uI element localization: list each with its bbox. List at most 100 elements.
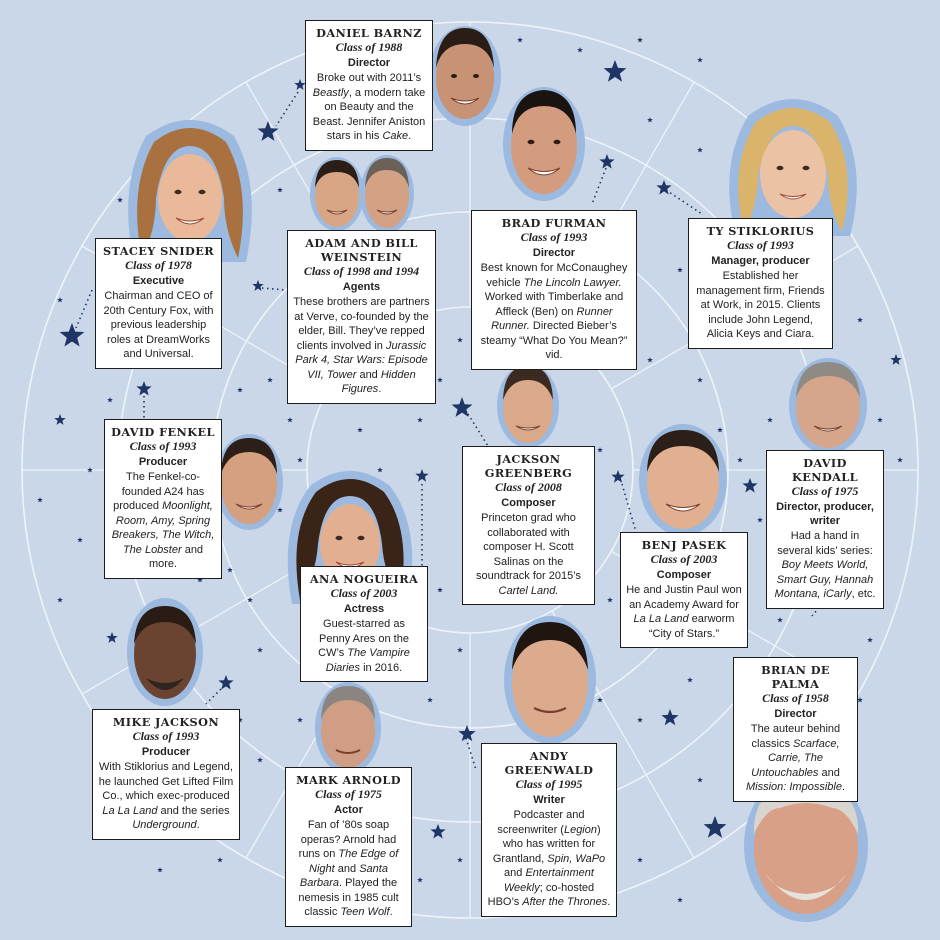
bio-text: Beastly [312, 86, 349, 99]
star-icon [697, 57, 703, 63]
person-name: ANDY GREENWALD [504, 749, 594, 778]
star-icon [267, 377, 273, 383]
bio-text: and [504, 867, 526, 880]
star-icon [451, 397, 473, 417]
star-icon [607, 597, 613, 603]
card-david-fenkel: DAVID FENKEL Class of 1993 Producer The … [104, 419, 222, 579]
star-icon [377, 467, 383, 473]
leader-barnz [275, 91, 299, 127]
card-stacey-snider: STACEY SNIDER Class of 1978 Executive Ch… [95, 238, 222, 369]
bio-text: Cake [382, 130, 409, 143]
bio-text: . [841, 781, 846, 794]
star-icon [637, 37, 643, 43]
star-icon [427, 697, 433, 703]
card-ty-stiklorius: TY STIKLORIUS Class of 1993 Manager, pro… [688, 218, 833, 349]
bio-text: . Played the nemesis in 1985 cult classi… [298, 877, 399, 919]
person-bio: With Stiklorius and Legend, he launched … [98, 760, 234, 833]
person-name: STACEY SNIDER [102, 244, 215, 258]
person-bio: Broke out with 2011’s Beastly, a modern … [311, 71, 427, 144]
person-role: Director [532, 246, 576, 259]
person-bio: He and Justin Paul won an Academy Award … [626, 583, 742, 641]
leader-greenberg [467, 413, 489, 447]
person-bio: Established her management firm, Friends… [694, 269, 827, 342]
star-icon [59, 323, 85, 347]
person-name: DANIEL BARNZ [316, 26, 422, 40]
star-icon [599, 154, 615, 169]
star-icon [697, 777, 703, 783]
bio-text: ) who has written for Grantland, [492, 823, 601, 865]
person-role: Actress [343, 602, 385, 615]
star-icon [687, 677, 693, 683]
bio-text: and the series [157, 804, 230, 817]
person-role: Writer [533, 793, 565, 806]
star-icon [247, 597, 253, 603]
star-icon [597, 697, 603, 703]
bio-text: With Stiklorius and Legend, he launched … [98, 761, 234, 803]
card-daniel-barnz: DANIEL BARNZ Class of 1988 Director Brok… [305, 20, 433, 151]
bio-text: Mission: Impossible [745, 781, 842, 794]
bio-text: earworm “City of Stars.” [648, 613, 735, 640]
star-icon [777, 617, 783, 623]
star-icon [437, 377, 443, 383]
bio-text: Directed Bieber’s steamy “What Do You Me… [480, 320, 628, 362]
star-icon [157, 867, 163, 873]
class-year: Class of 1995 [515, 777, 583, 792]
class-year: Class of 1978 [125, 258, 192, 273]
star-icon [197, 577, 203, 583]
star-icon [77, 537, 83, 543]
portrait-ty-stiklorius [729, 99, 857, 236]
class-year: Class of 2003 [650, 552, 718, 567]
card-brian-de-palma: BRIAN DE PALMA Class of 1958 Director Th… [733, 657, 858, 802]
portrait-jackson-greenberg [497, 364, 559, 448]
star-icon [257, 121, 279, 141]
leader-stiklorius [665, 189, 703, 215]
star-icon [237, 387, 243, 393]
person-name: DAVID KENDALL [791, 456, 858, 485]
star-icon [430, 824, 446, 839]
class-year: Class of 1958 [762, 691, 829, 706]
star-icon [107, 397, 113, 403]
leader-pasek [621, 483, 637, 533]
bio-text: Podcaster and screenwriter ( [497, 809, 585, 836]
bio-text: Scarface, Carrie, The Untouchables [751, 737, 840, 779]
star-icon [656, 180, 672, 195]
bio-text: Underground [132, 819, 197, 832]
bio-text: and [818, 766, 840, 779]
person-bio: The auteur behind classics Scarface, Car… [739, 722, 852, 795]
person-bio: Best known for McConaughey vehicle The L… [477, 261, 631, 363]
portrait-andy-greenwald [504, 616, 596, 744]
bio-text: Cartel Land. [498, 584, 559, 597]
star-icon [890, 354, 902, 365]
person-name: JACKSON GREENBERG [484, 452, 573, 481]
star-icon [294, 79, 306, 90]
bio-text: La La Land [102, 804, 158, 817]
class-year: Class of 2003 [330, 586, 398, 601]
star-icon [697, 377, 703, 383]
bio-text: Chairman and CEO of 20th Century Fox, wi… [103, 290, 214, 361]
bio-text: in 2016. [360, 661, 403, 674]
star-icon [717, 427, 723, 433]
person-name: MIKE JACKSON [112, 715, 220, 729]
person-role: Producer [138, 455, 188, 468]
star-icon [106, 632, 118, 643]
class-year: Class of 1993 [129, 439, 197, 454]
star-icon [437, 587, 443, 593]
bio-text: Entertainment Weekly [503, 867, 594, 894]
person-name: TY STIKLORIUS [706, 224, 815, 238]
bio-text: After the Thrones [522, 896, 608, 909]
bio-text: Spin, WaPo [547, 852, 606, 865]
portrait-david-kendall [789, 358, 867, 454]
bio-text: Worked with Timberlake and Affleck (Ben)… [484, 291, 624, 318]
star-icon [417, 417, 423, 423]
star-icon [136, 381, 152, 396]
bio-text: and more. [148, 543, 204, 571]
person-name: ANA NOGUEIRA [309, 572, 419, 586]
person-bio: Had a hand in several kids’ series: Boy … [772, 529, 878, 602]
star-icon [897, 457, 903, 463]
star-icon [277, 507, 283, 513]
bio-text: Established her management firm, Friends… [696, 270, 825, 341]
portrait-mike-jackson [127, 598, 203, 706]
bio-text: Broke out with 2011’s [316, 72, 422, 84]
class-year: Class of 2008 [495, 480, 562, 495]
bio-text: . [408, 130, 412, 143]
